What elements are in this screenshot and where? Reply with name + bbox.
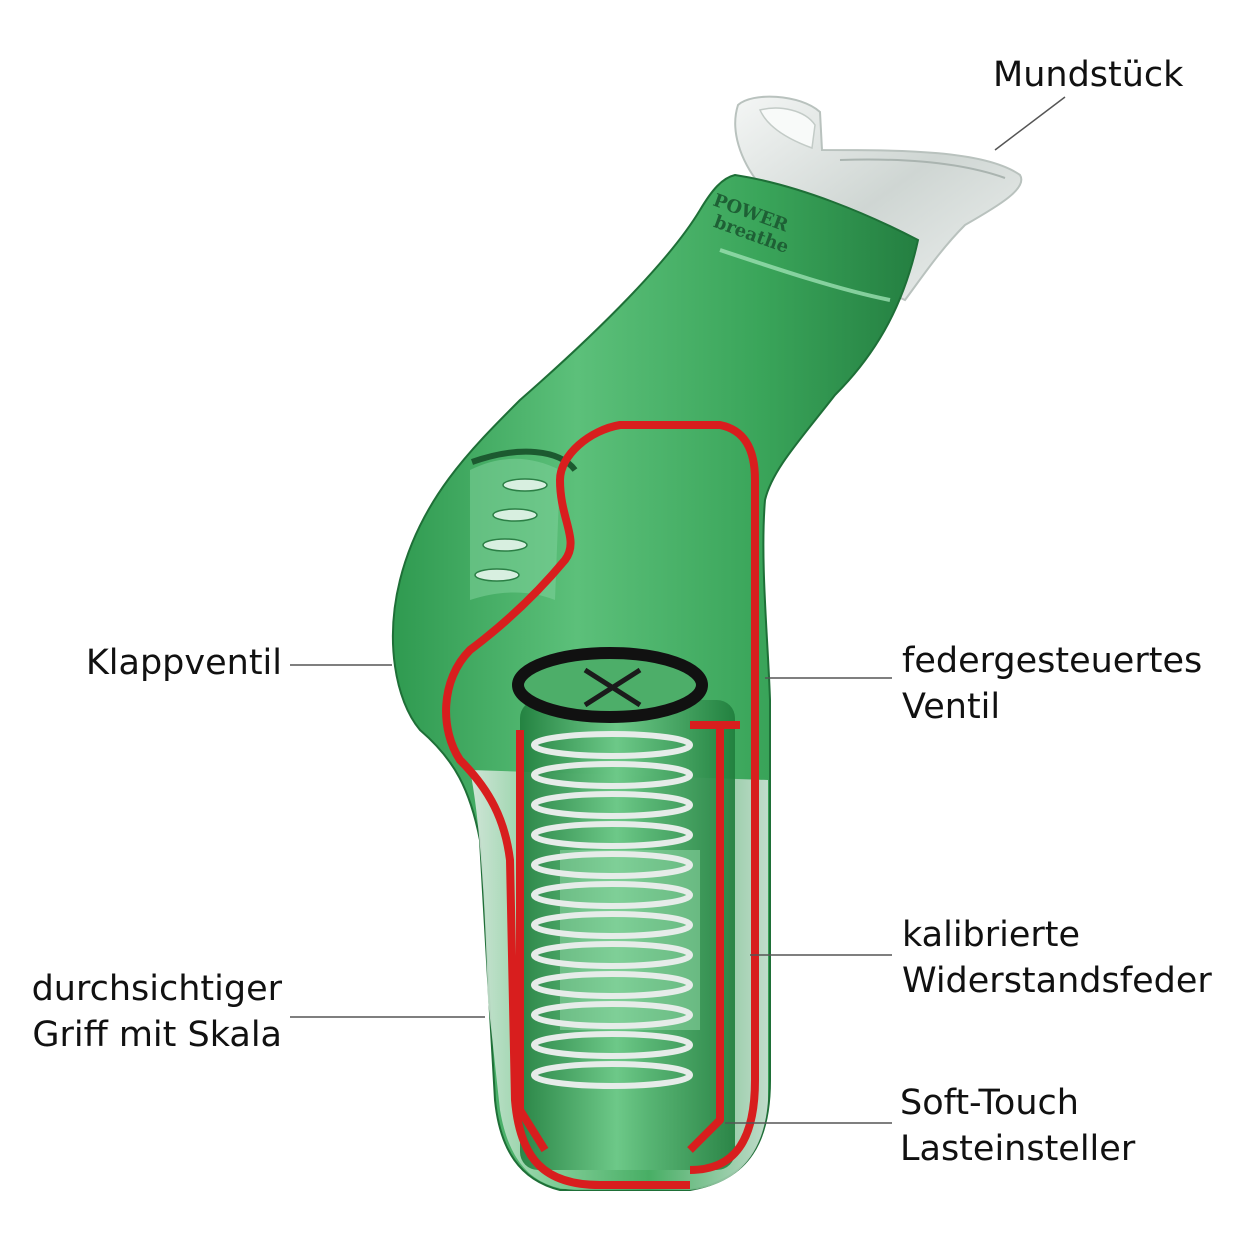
label-load-adjuster: Soft-Touch Lasteinsteller <box>900 1080 1135 1172</box>
spring-coil <box>531 1061 693 1089</box>
label-load-adjuster-line2: Lasteinsteller <box>900 1129 1136 1169</box>
spring-coil <box>531 971 693 999</box>
label-mouthpiece: Mundstück <box>993 52 1183 98</box>
spring-coil <box>531 791 693 819</box>
label-calibrated-spring-line2: Widerstandsfeder <box>902 961 1212 1001</box>
label-flap-valve-line1: Klappventil <box>85 643 282 683</box>
spring-coil <box>531 941 693 969</box>
spring-coil <box>531 1031 693 1059</box>
mouthpiece <box>734 95 1023 302</box>
spring-coil <box>531 1001 693 1029</box>
label-calibrated-spring-line1: kalibrierte <box>902 915 1081 955</box>
spring-coil <box>531 851 693 879</box>
cutaway-outline <box>442 421 759 1189</box>
label-calibrated-spring: kalibrierte Widerstandsfeder <box>902 912 1212 1004</box>
label-transparent-grip-line2: Griff mit Skala <box>32 1015 282 1055</box>
spring-coil <box>531 761 693 789</box>
spring-coil <box>531 881 693 909</box>
spring-coil <box>531 911 693 939</box>
label-mouthpiece-line1: Mundstück <box>993 55 1184 95</box>
label-load-adjuster-line1: Soft-Touch <box>900 1083 1079 1123</box>
spring-coil <box>531 731 693 759</box>
resistance-spring <box>531 731 693 1089</box>
spring-coil <box>531 821 693 849</box>
leader-mouthpiece <box>994 96 1066 151</box>
label-transparent-grip: durchsichtiger Griff mit Skala <box>20 966 282 1058</box>
label-spring-valve: federgesteuertes Ventil <box>902 638 1202 730</box>
leader-lines <box>290 96 1066 1124</box>
label-spring-valve-line1: federgesteuertes <box>902 641 1203 681</box>
label-transparent-grip-line1: durchsichtiger <box>31 969 282 1009</box>
label-flap-valve: Klappventil <box>60 640 282 686</box>
flap-valve-slots <box>474 478 548 582</box>
label-spring-valve-line2: Ventil <box>902 687 1001 727</box>
